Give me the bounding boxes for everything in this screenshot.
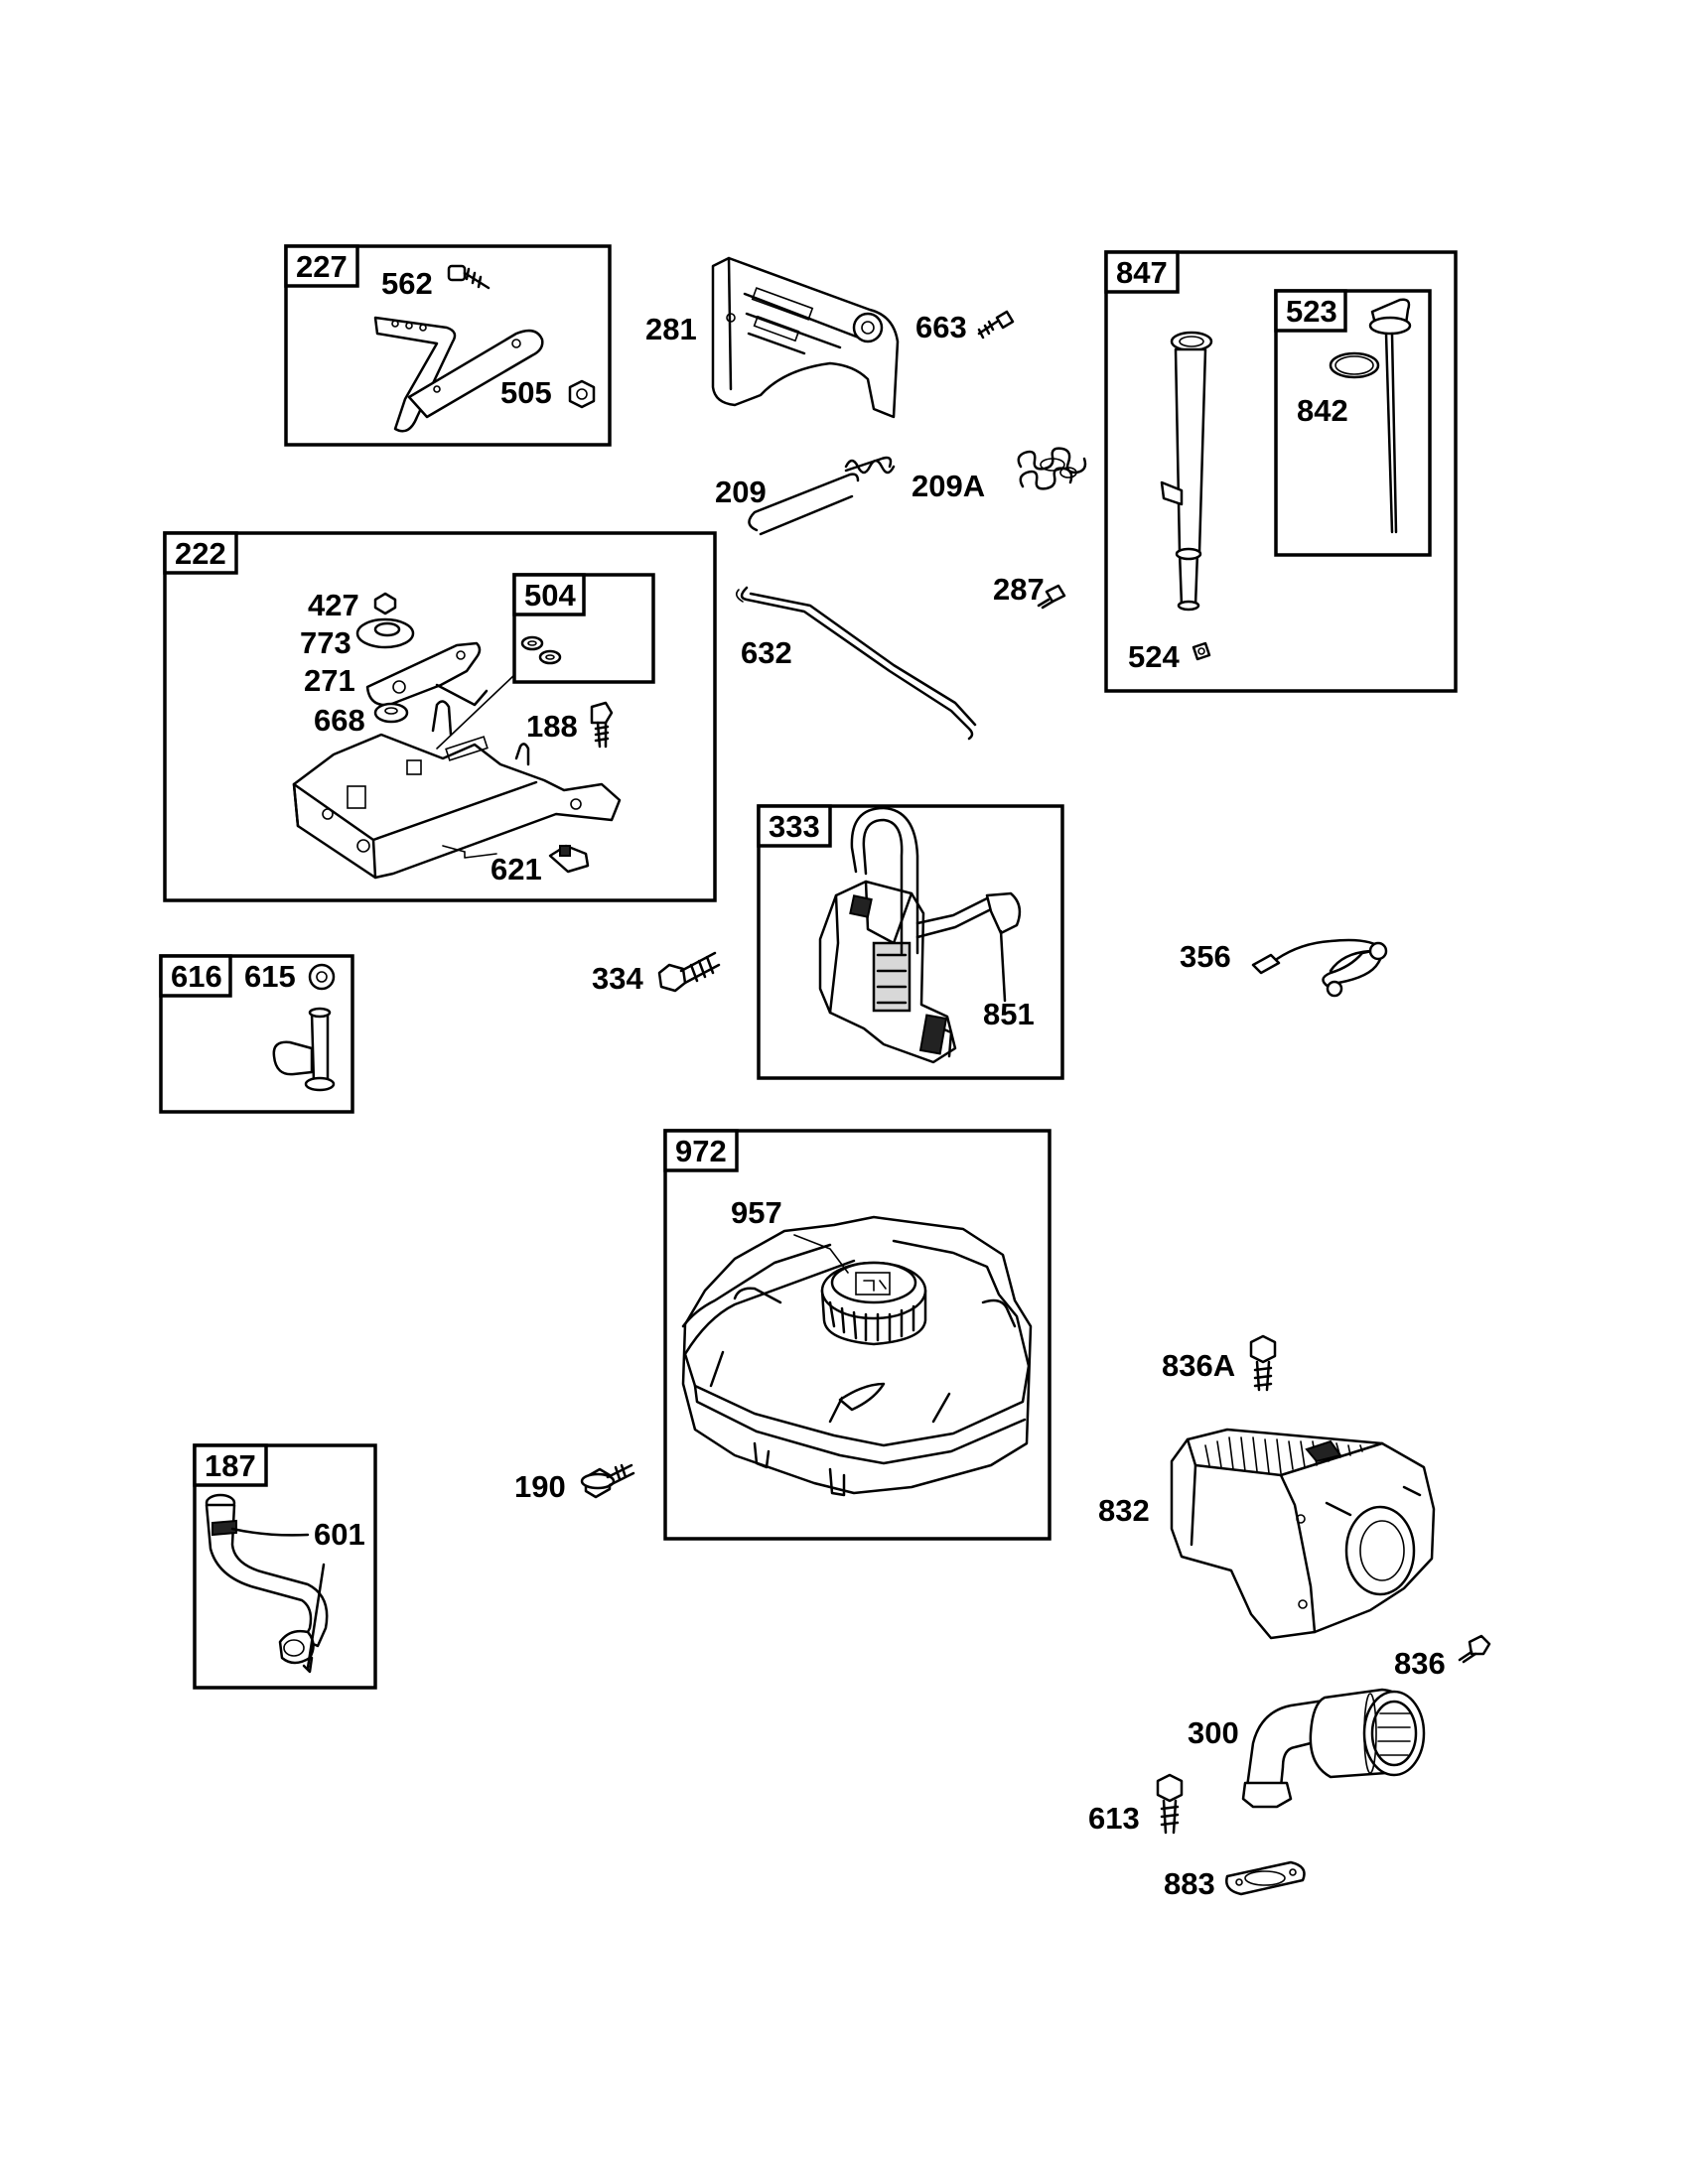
group-523-box [1274, 289, 1432, 557]
part-label-883: 883 [1164, 1866, 1215, 1901]
panel-281 [711, 256, 900, 419]
group-333-tab [757, 804, 832, 848]
group-222-box [163, 531, 717, 902]
bracket-part-227 [373, 316, 544, 433]
group-616: 616 615 [159, 954, 354, 1114]
group-222-tab [163, 531, 238, 575]
part-label-334: 334 [592, 961, 643, 996]
armature-333 [818, 806, 1022, 1064]
part-label-621: 621 [491, 852, 542, 887]
screw-836 [1458, 1634, 1491, 1664]
nut-505 [568, 379, 596, 409]
bushing-668 [373, 702, 409, 724]
part-label-287: 287 [993, 572, 1045, 607]
linkage-632 [735, 586, 977, 741]
part-label-601: 601 [314, 1517, 365, 1552]
part-label-632: 632 [741, 635, 792, 670]
part-label-613: 613 [1088, 1801, 1140, 1836]
part-label-356: 356 [1180, 939, 1231, 974]
washer-773 [355, 617, 415, 649]
group-187-label: 187 [205, 1448, 256, 1483]
clamps-601 [230, 1527, 326, 1674]
group-227-label: 227 [296, 249, 348, 284]
governor-lever-271 [365, 641, 489, 707]
group-333: 333 851 [757, 804, 1064, 1080]
spring-209a [1017, 447, 1087, 490]
group-187-box [193, 1443, 377, 1690]
part-label-209: 209 [715, 475, 767, 509]
bolt-613 [1156, 1773, 1184, 1835]
group-972: 972 957 [663, 1129, 1052, 1541]
part-label-427: 427 [308, 588, 359, 622]
group-847-label: 847 [1116, 255, 1168, 290]
part-label-209a: 209A [912, 469, 985, 503]
group-222-label: 222 [175, 536, 226, 571]
part-label-668: 668 [314, 703, 365, 738]
group-847: 847 523 842 524 [1104, 250, 1458, 693]
ground-wire-356 [1251, 938, 1388, 998]
guide-615 [272, 963, 336, 1092]
dipstick-523 [1368, 298, 1412, 534]
part-label-281: 281 [645, 312, 697, 346]
dipstick-tube [1160, 331, 1213, 612]
nut-427 [373, 592, 397, 615]
fuel-tank-972 [681, 1215, 1033, 1497]
group-972-tab [663, 1129, 739, 1172]
bolt-334 [657, 951, 721, 993]
spring-209 [748, 456, 896, 536]
group-504-label: 504 [524, 578, 576, 613]
muffler-guard-832 [1170, 1428, 1436, 1640]
part-label-524: 524 [1128, 639, 1180, 674]
group-333-label: 333 [769, 809, 820, 844]
part-label-271: 271 [304, 663, 355, 698]
leader-504 [436, 674, 515, 750]
group-187-tab [193, 1443, 268, 1487]
gasket-883 [1225, 1860, 1306, 1896]
group-333-box [757, 804, 1064, 1080]
group-616-box [159, 954, 354, 1114]
group-616-tab [159, 954, 232, 998]
screw-287 [1037, 584, 1066, 610]
part-label-188: 188 [526, 709, 578, 744]
part-label-836: 836 [1394, 1646, 1446, 1681]
group-847-tab [1104, 250, 1180, 294]
part-label-190: 190 [514, 1469, 566, 1504]
part-label-562: 562 [381, 266, 433, 301]
part-label-842: 842 [1297, 393, 1348, 428]
group-523-label: 523 [1286, 294, 1337, 329]
screw-188 [590, 701, 614, 749]
screw-663 [977, 310, 1015, 340]
part-label-505: 505 [500, 375, 552, 410]
grommet-524 [1192, 641, 1211, 661]
part-label-836a: 836A [1162, 1348, 1235, 1383]
part-label-663: 663 [915, 310, 967, 344]
group-972-box [663, 1129, 1052, 1541]
screw-562 [447, 264, 491, 290]
group-523-tab [1274, 289, 1347, 333]
group-227-tab [284, 244, 359, 288]
control-plate-222 [292, 700, 622, 880]
washers-504 [520, 635, 562, 665]
part-label-773: 773 [300, 625, 351, 660]
part-label-615: 615 [244, 959, 296, 994]
group-616-label: 616 [171, 959, 222, 994]
group-187: 187 601 [193, 1443, 377, 1690]
fuel-line-187 [205, 1493, 329, 1665]
group-227: 227 562 505 [284, 244, 612, 447]
group-847-box [1104, 250, 1458, 693]
group-972-label: 972 [675, 1134, 727, 1168]
part-label-832: 832 [1098, 1493, 1150, 1528]
clip-621 [548, 844, 590, 874]
group-504-tab [512, 573, 586, 616]
part-label-300: 300 [1188, 1715, 1239, 1750]
part-label-957: 957 [731, 1195, 782, 1230]
muffler-300 [1241, 1688, 1426, 1809]
oring-842 [1329, 351, 1380, 379]
group-227-box [284, 244, 612, 447]
bolt-190 [580, 1463, 635, 1499]
part-label-851: 851 [983, 997, 1035, 1031]
group-222: 222 504 [163, 531, 717, 902]
screw-836a [1249, 1334, 1277, 1392]
